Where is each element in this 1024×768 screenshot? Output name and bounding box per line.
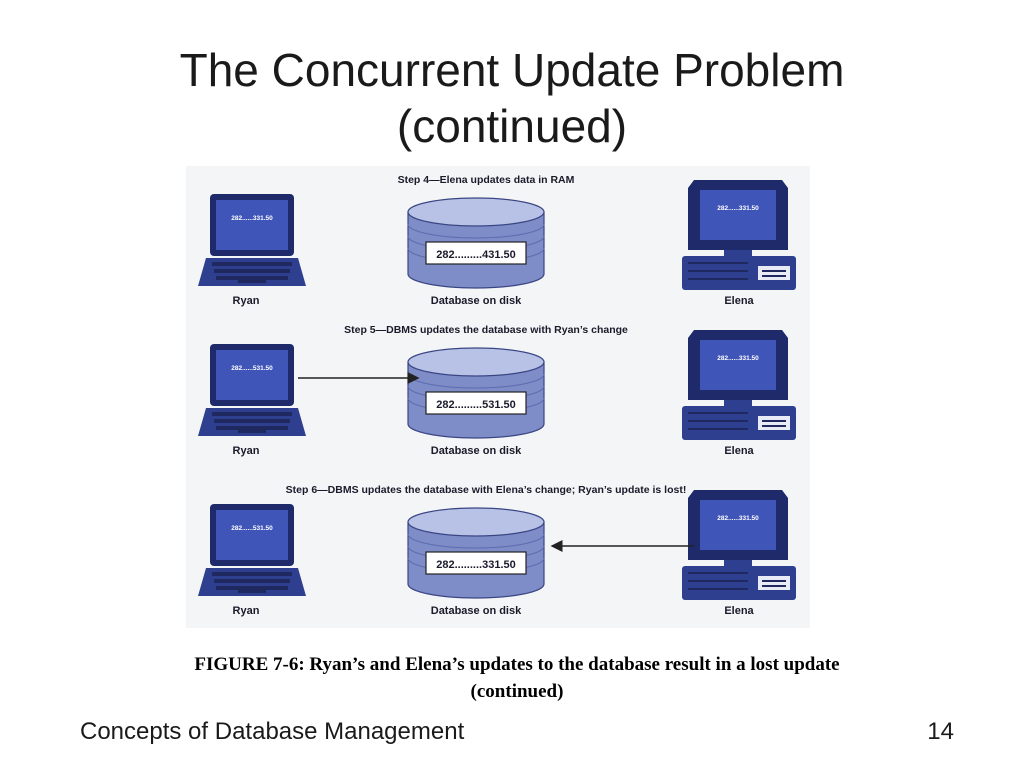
database-cylinder-icon: 282.........431.50: [407, 197, 545, 289]
drive-slot: [762, 425, 786, 427]
database-value-box: [425, 391, 527, 415]
desktop-computer-icon: 282......331.50: [682, 330, 796, 440]
footer-course-title: Concepts of Database Management: [80, 718, 465, 745]
cylinder-band: [407, 223, 545, 239]
case-vent-line: [688, 588, 748, 590]
computer-case: [682, 256, 796, 290]
laptop-icon: 282......531.50: [198, 344, 306, 436]
laptop-icon: 282......331.50: [198, 194, 306, 286]
laptop-key-row: [212, 412, 292, 416]
laptop-screen-value: 282......531.50: [231, 525, 273, 532]
cylinder-top: [407, 507, 545, 537]
elena-label: Elena: [724, 445, 754, 457]
database-value-box: [425, 241, 527, 265]
case-vent-line: [688, 580, 748, 582]
database-cylinder-icon: 282.........331.50: [407, 507, 545, 599]
monitor-screen: [700, 190, 776, 240]
laptop-screen: [216, 510, 288, 560]
computer-case: [682, 406, 796, 440]
case-vent-line: [688, 262, 748, 264]
monitor-screen-value: 282......331.50: [717, 205, 759, 212]
lost-update-figure: Step 4—Elena updates data in RAM 282.....…: [186, 166, 810, 628]
drive-slot: [762, 585, 786, 587]
laptop-screen-value: 282......331.50: [231, 215, 273, 222]
laptop-screen: [216, 350, 288, 400]
drive-slot: [762, 580, 786, 582]
slide-title-line-2: (continued): [396, 100, 628, 152]
database-value: 282.........331.50: [436, 559, 516, 571]
step-heading: Step 4—Elena updates data in RAM: [398, 174, 575, 186]
laptop-trackpad: [238, 278, 266, 283]
monitor-stand: [724, 400, 752, 406]
slide-title: The Concurrent Update Problem (continued…: [0, 42, 1024, 154]
figure-caption-line-1: FIGURE 7-6: Ryan’s and Elena’s updates t…: [194, 654, 840, 675]
monitor-screen: [700, 340, 776, 390]
case-vent-line: [688, 278, 748, 280]
laptop-icon: 282......531.50: [198, 504, 306, 596]
figure-diagram: Step 4—Elena updates data in RAM 282.....…: [198, 174, 796, 617]
monitor-screen-value: 282......331.50: [717, 515, 759, 522]
laptop-key-row: [214, 419, 290, 423]
database-value-box: [425, 551, 527, 575]
drive-bay: [758, 576, 790, 590]
footer-page-number: 14: [927, 718, 954, 745]
database-label: Database on disk: [431, 605, 522, 617]
monitor-screen-value: 282......331.50: [717, 355, 759, 362]
database-value: 282.........431.50: [436, 249, 516, 261]
drive-bay: [758, 416, 790, 430]
database-label: Database on disk: [431, 295, 522, 307]
step-panel: Step 6—DBMS updates the database with El…: [198, 484, 796, 617]
database-cylinder-icon: 282.........531.50: [407, 347, 545, 439]
slide-title-line-1: The Concurrent Update Problem: [179, 44, 845, 96]
step-panel: Step 4—Elena updates data in RAM 282.....…: [198, 174, 796, 307]
elena-label: Elena: [724, 605, 754, 617]
monitor-stand: [724, 560, 752, 566]
ryan-label: Ryan: [233, 445, 260, 457]
drive-slot: [762, 275, 786, 277]
cylinder-band: [407, 533, 545, 549]
laptop-trackpad: [238, 428, 266, 433]
step-heading: Step 6—DBMS updates the database with El…: [286, 484, 687, 496]
drive-slot: [762, 270, 786, 272]
drive-bay: [758, 266, 790, 280]
step-heading: Step 5—DBMS updates the database with Ry…: [344, 324, 628, 336]
laptop-key-row: [214, 269, 290, 273]
monitor-screen: [700, 500, 776, 550]
database-value: 282.........531.50: [436, 399, 516, 411]
desktop-computer-icon: 282......331.50: [682, 180, 796, 290]
case-vent-line: [688, 572, 748, 574]
ryan-label: Ryan: [233, 605, 260, 617]
laptop-screen: [216, 200, 288, 250]
figure-caption-line-2: (continued): [470, 681, 564, 702]
case-vent-line: [688, 420, 748, 422]
cylinder-top: [407, 197, 545, 227]
case-vent-line: [688, 412, 748, 414]
figure-caption: FIGURE 7-6: Ryan’s and Elena’s updates t…: [60, 651, 974, 705]
database-label: Database on disk: [431, 445, 522, 457]
laptop-key-row: [212, 262, 292, 266]
step-panel: Step 5—DBMS updates the database with Ry…: [198, 324, 796, 457]
desktop-computer-icon: 282......331.50: [682, 490, 796, 600]
drive-slot: [762, 420, 786, 422]
monitor-stand: [724, 250, 752, 256]
laptop-key-row: [214, 579, 290, 583]
ryan-label: Ryan: [233, 295, 260, 307]
computer-case: [682, 566, 796, 600]
cylinder-top: [407, 347, 545, 377]
laptop-trackpad: [238, 588, 266, 593]
laptop-screen-value: 282......531.50: [231, 365, 273, 372]
elena-label: Elena: [724, 295, 754, 307]
case-vent-line: [688, 270, 748, 272]
case-vent-line: [688, 428, 748, 430]
laptop-key-row: [212, 572, 292, 576]
